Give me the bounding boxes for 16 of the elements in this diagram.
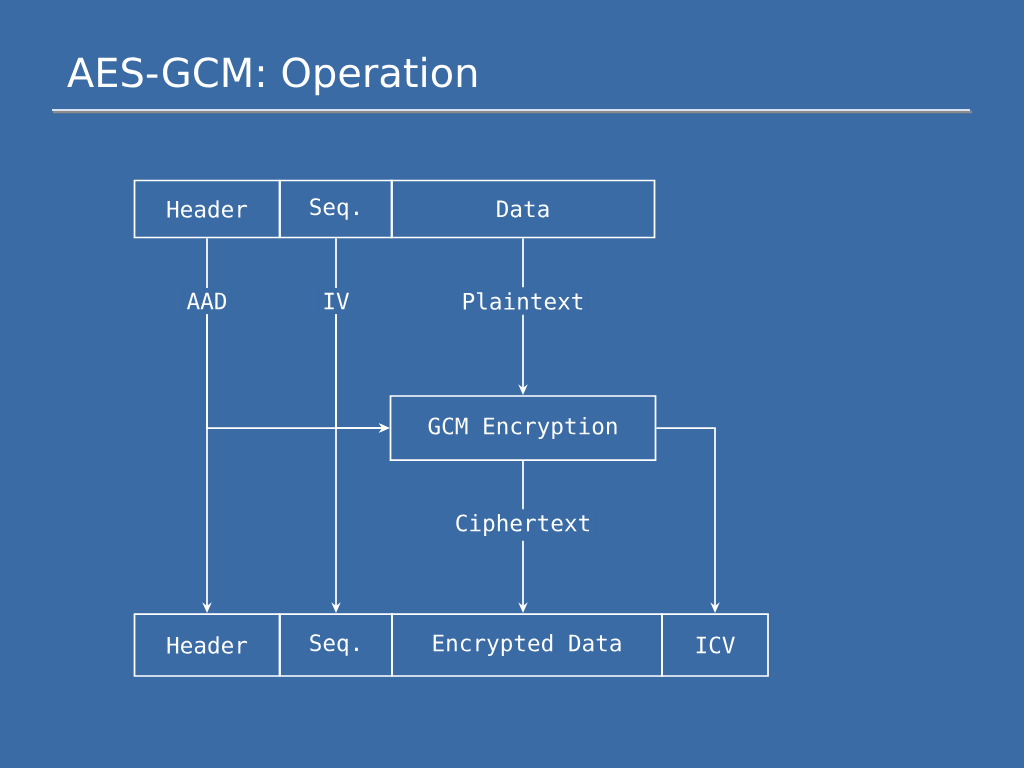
field-label: IV (318, 288, 354, 314)
connector (522, 460, 524, 511)
connector (206, 237, 208, 289)
field-box: Encrypted Data (391, 613, 663, 677)
field-box: Header (133, 179, 281, 239)
field-box: Seq. (279, 613, 393, 677)
connector (522, 237, 524, 289)
field-box: Header (133, 613, 281, 677)
slide-title: AES-GCM: Operation (67, 56, 477, 96)
field-box: GCM Encryption (389, 395, 657, 461)
connector (335, 237, 337, 289)
field-box: Data (390, 179, 656, 239)
field-box: Seq. (279, 179, 393, 239)
field-label: Plaintext (457, 288, 589, 314)
field-box: ICV (661, 613, 769, 677)
field-label: Ciphertext (450, 510, 596, 540)
